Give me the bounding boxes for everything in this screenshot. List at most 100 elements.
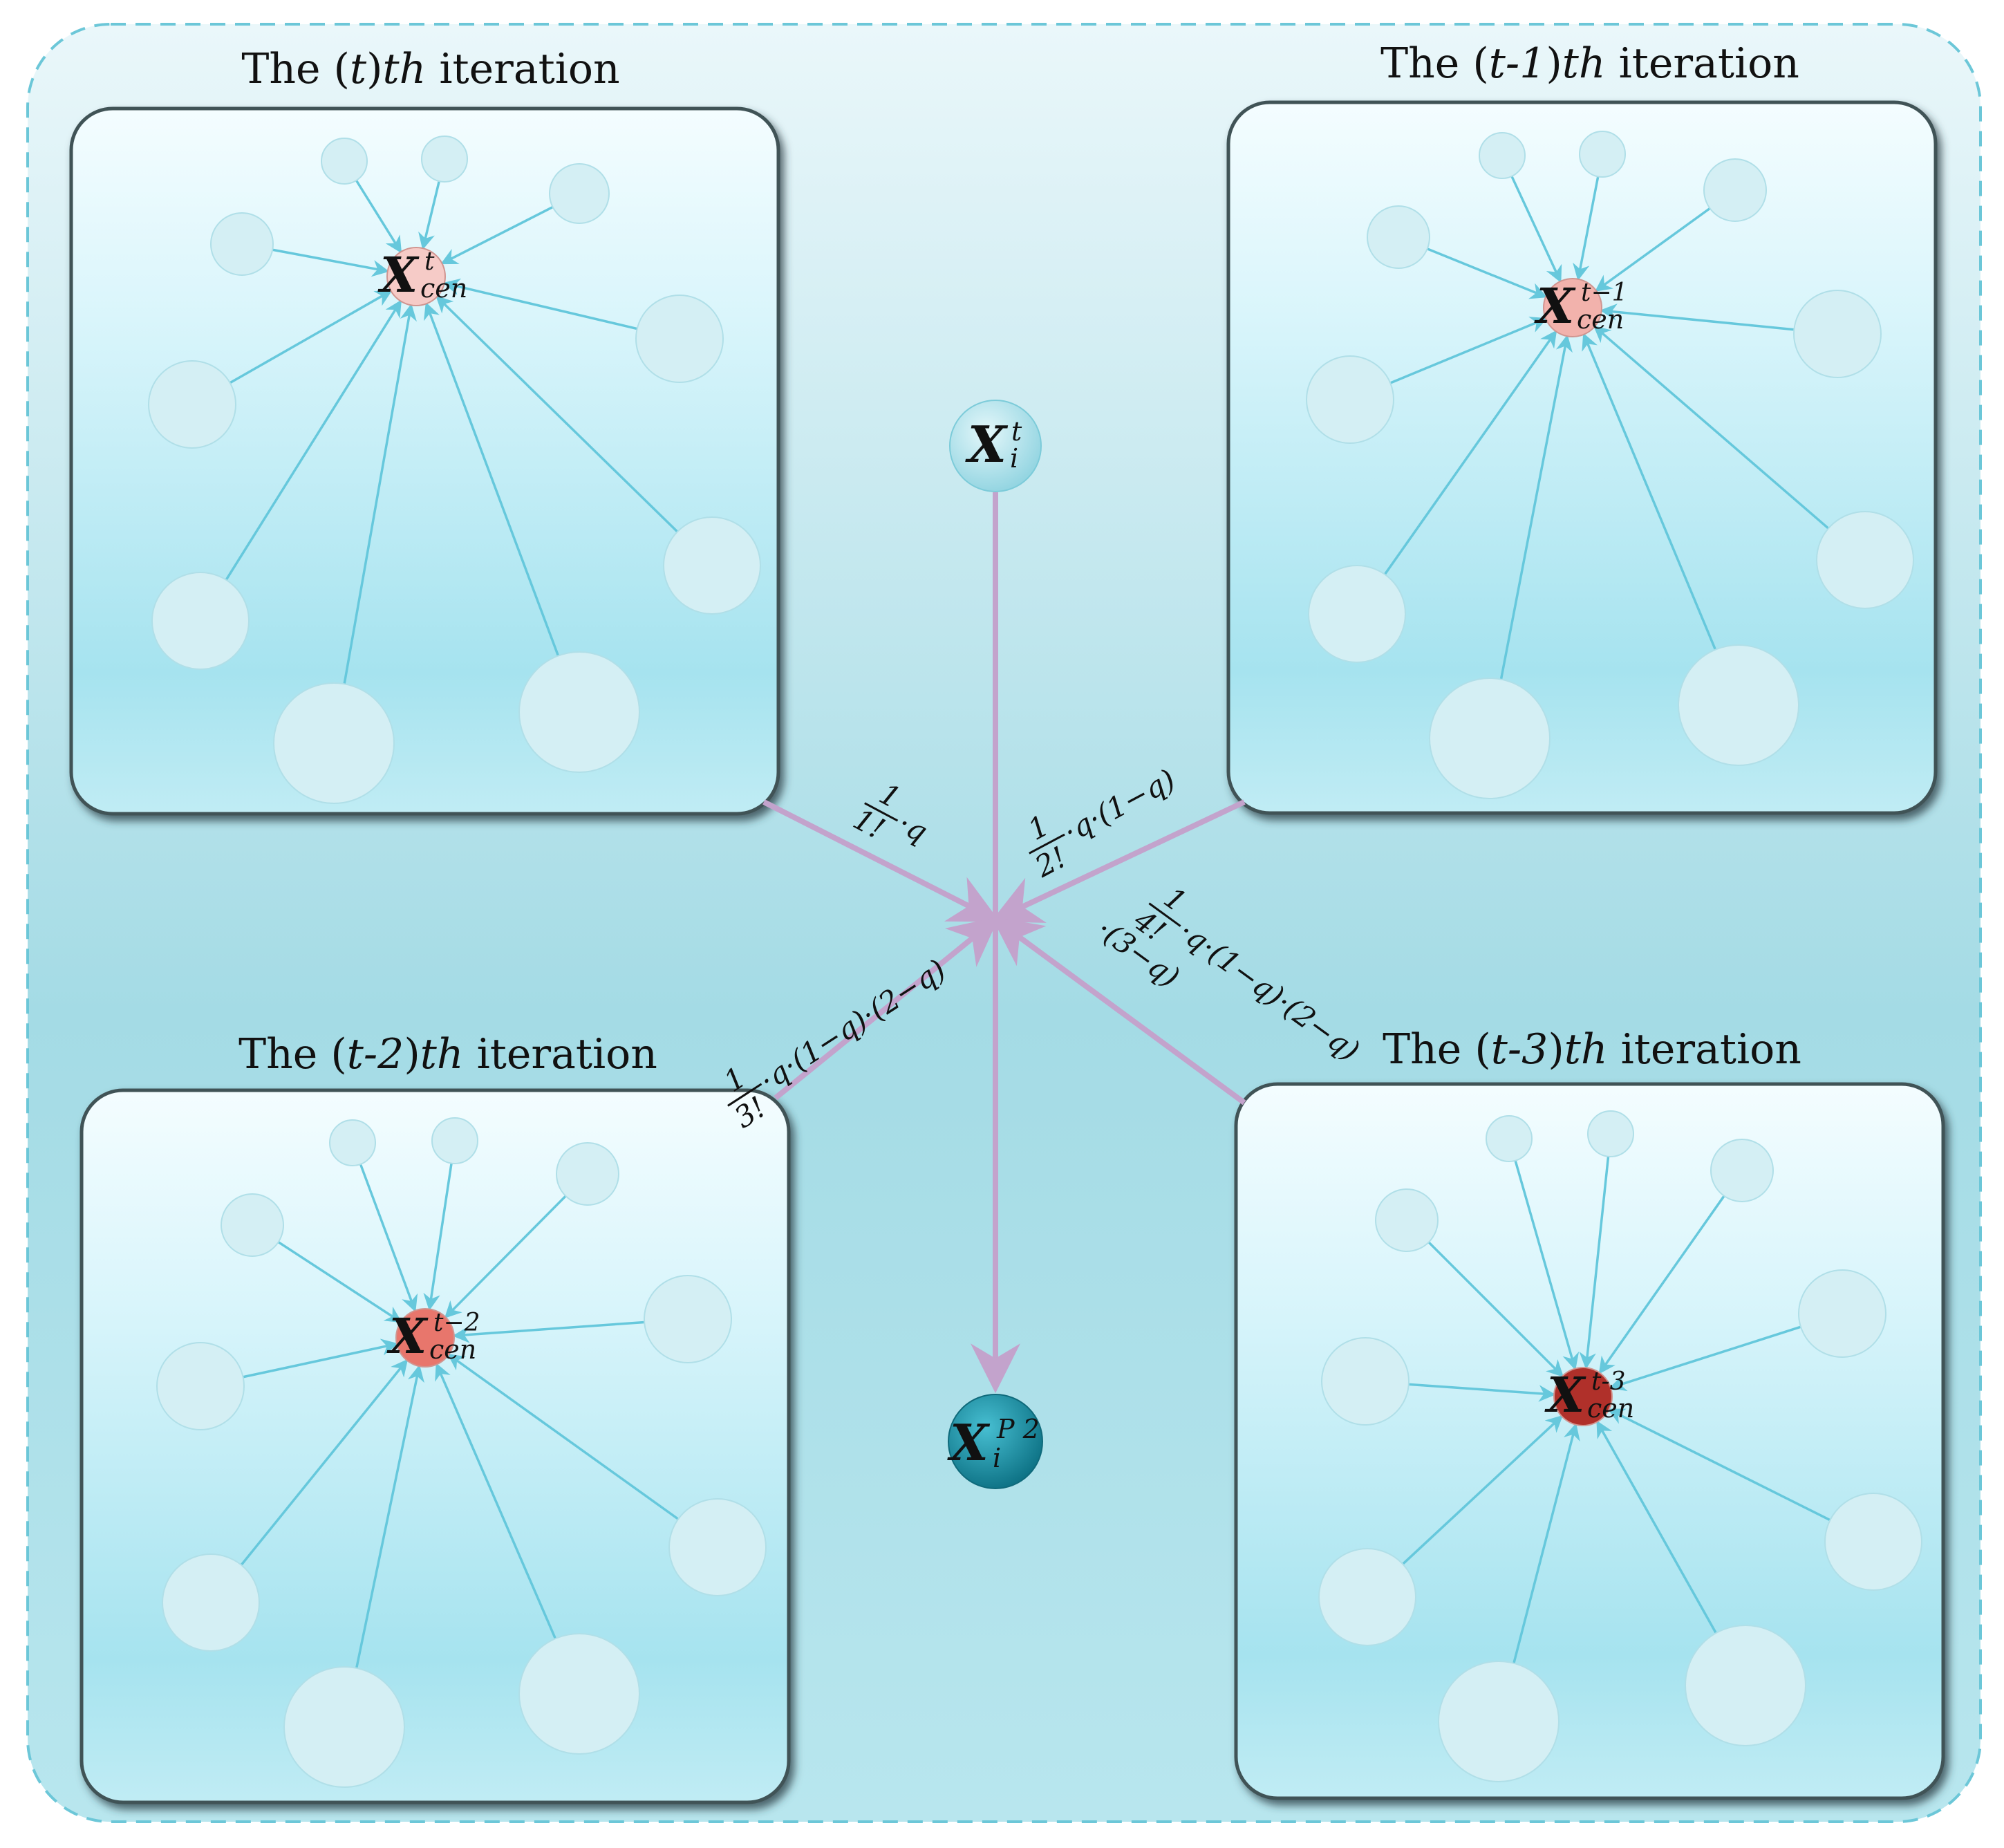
panel-title-post: iteration bbox=[426, 45, 619, 93]
output-node-circle bbox=[948, 1394, 1043, 1489]
satellite-node bbox=[151, 572, 250, 670]
satellite-node bbox=[1306, 355, 1394, 444]
satellite-node bbox=[668, 1498, 767, 1596]
panel-title: The (t)th iteration bbox=[241, 45, 619, 93]
satellite-node bbox=[273, 682, 395, 804]
center-node-main: X bbox=[1544, 1366, 1586, 1424]
satellite-node bbox=[1685, 1625, 1806, 1746]
center-node-sup: t−1 bbox=[1581, 279, 1628, 307]
satellite-edge bbox=[423, 302, 560, 657]
panel-title: The (t-3)th iteration bbox=[1383, 1025, 1801, 1074]
satellite-node bbox=[1486, 1115, 1533, 1162]
satellite-edge bbox=[442, 278, 638, 330]
satellite-edge bbox=[1389, 317, 1548, 384]
satellite-node bbox=[431, 1117, 478, 1164]
satellite-edge bbox=[343, 303, 417, 684]
panel-title-post: iteration bbox=[1608, 1025, 1801, 1074]
panel-title-mid: ) bbox=[1548, 1025, 1564, 1074]
satellite-node bbox=[1678, 644, 1799, 766]
satellite-node bbox=[1479, 132, 1526, 179]
satellite-node bbox=[1793, 290, 1882, 378]
satellite-node bbox=[635, 295, 724, 383]
satellite-edge bbox=[1383, 330, 1557, 575]
satellite-edge bbox=[1513, 1423, 1580, 1664]
satellite-node bbox=[1579, 131, 1626, 178]
satellite-node bbox=[210, 212, 274, 276]
panel-title-mid: ) bbox=[366, 45, 382, 93]
panel-title-th: th bbox=[1562, 39, 1606, 88]
satellite-node bbox=[1710, 1139, 1774, 1202]
weight-4-bar bbox=[1148, 902, 1181, 927]
satellite-edge bbox=[1596, 1420, 1717, 1634]
center-node bbox=[1543, 278, 1602, 337]
panel-title-pre: The ( bbox=[1380, 39, 1489, 88]
satellite-edge bbox=[452, 1320, 645, 1343]
weight-2-bar bbox=[1029, 833, 1065, 855]
satellite-edge bbox=[1499, 334, 1573, 680]
satellite-node bbox=[1375, 1188, 1439, 1252]
satellite-node bbox=[1308, 565, 1406, 663]
satellite-edge bbox=[229, 290, 393, 384]
satellite-edge bbox=[447, 1354, 680, 1520]
satellite-node bbox=[518, 651, 640, 773]
satellite-edge bbox=[444, 1195, 567, 1318]
satellite-edge bbox=[240, 1359, 409, 1566]
weighted-arrow-2 bbox=[991, 799, 1246, 923]
panel-title-post: iteration bbox=[464, 1030, 657, 1079]
satellite-edge bbox=[1408, 1383, 1556, 1402]
satellite-node bbox=[1703, 158, 1767, 222]
panel-title-pre: The ( bbox=[241, 45, 350, 93]
panel-title-pre: The ( bbox=[238, 1030, 347, 1079]
satellite-edge bbox=[1514, 1160, 1580, 1370]
panel-title-var: t-2 bbox=[347, 1030, 404, 1079]
panel-title-var: t bbox=[350, 45, 367, 93]
center-node-main: X bbox=[377, 246, 420, 304]
output-node: X P 2 i bbox=[947, 1394, 1043, 1489]
satellite-node bbox=[1798, 1269, 1886, 1358]
panel-title-th: th bbox=[1564, 1025, 1608, 1074]
weighted-arrow-4 bbox=[991, 916, 1246, 1105]
satellite-node bbox=[283, 1666, 405, 1788]
weight-3-bar bbox=[727, 1083, 762, 1107]
satellite-edge bbox=[1510, 176, 1562, 283]
satellite-node bbox=[221, 1193, 284, 1257]
input-node: X t i bbox=[949, 400, 1042, 492]
satellite-edge bbox=[359, 1164, 418, 1312]
satellite-edge bbox=[243, 1338, 399, 1379]
satellite-edge bbox=[440, 205, 554, 265]
satellite-node bbox=[663, 516, 761, 615]
satellite-node bbox=[162, 1553, 260, 1652]
center-node-sup: t−2 bbox=[433, 1309, 480, 1337]
satellite-node bbox=[156, 1342, 245, 1430]
satellite-edge bbox=[1573, 176, 1600, 281]
satellite-node bbox=[549, 163, 610, 224]
satellite-node bbox=[1824, 1493, 1922, 1591]
panel-title-th: th bbox=[383, 45, 427, 93]
center-node bbox=[1553, 1367, 1613, 1426]
satellite-node bbox=[1367, 205, 1430, 269]
weighted-arrow-3 bbox=[774, 916, 1000, 1101]
center-node-sub: cen bbox=[1587, 1393, 1634, 1424]
center-node-sub: cen bbox=[420, 273, 467, 304]
input-node-sup: t bbox=[1011, 416, 1022, 447]
satellite-node bbox=[644, 1275, 732, 1363]
output-node-sup: P 2 bbox=[996, 1414, 1040, 1444]
satellite-edge bbox=[225, 299, 402, 581]
center-node-sup: t-3 bbox=[1591, 1368, 1626, 1396]
input-node-main: X bbox=[965, 415, 1009, 474]
center-node-sup: t bbox=[424, 248, 435, 276]
satellite-edge bbox=[1579, 1156, 1610, 1370]
input-node-circle bbox=[949, 400, 1042, 492]
input-node-sub: i bbox=[1010, 443, 1018, 474]
satellite-edge bbox=[355, 1364, 424, 1669]
panel-title: The (t-1)th iteration bbox=[1380, 39, 1799, 88]
weighted-arrow-1 bbox=[762, 799, 1000, 922]
panel-title-th: th bbox=[420, 1030, 464, 1079]
satellite-node bbox=[518, 1633, 640, 1755]
panel-box bbox=[69, 106, 780, 816]
satellite-edge bbox=[355, 180, 402, 254]
satellite-edge bbox=[436, 295, 679, 533]
